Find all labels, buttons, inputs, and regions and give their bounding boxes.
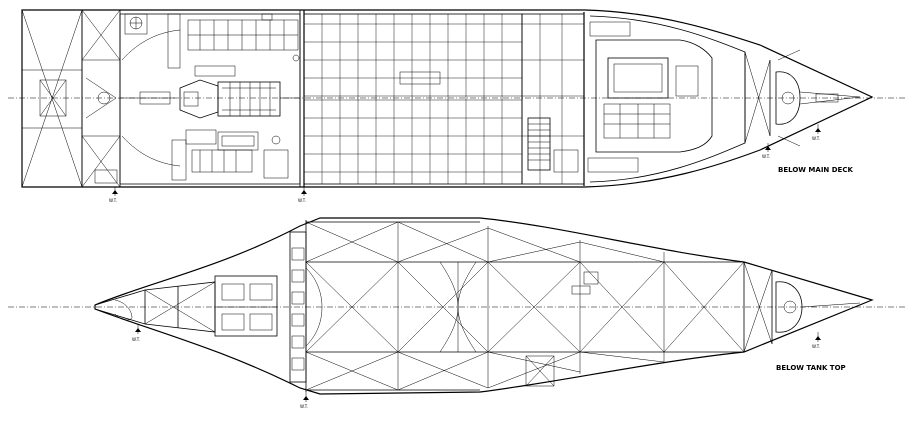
below-main-deck-label: BELOW MAIN DECK [778, 166, 853, 174]
main-deck-hull-outline [21, 9, 874, 188]
tank-top-plan: W.T. W.T. W.T. BELOW TANK TOP [8, 217, 906, 409]
cargo-hold-grid [303, 13, 523, 185]
bow-sonar-well [775, 281, 803, 333]
bow-thruster [775, 71, 801, 125]
tank-top-hull-outline [94, 217, 874, 395]
main-deck-plan: W.T. W.T. W.T. W.T. BELOW MAIN DECK [8, 9, 906, 203]
wt-label-bow: W.T. [812, 136, 820, 141]
wt-label-aft: W.T. [109, 198, 117, 203]
main-deck-inner-hull [589, 15, 746, 183]
wt-label-tank-aft: W.T. [132, 337, 140, 342]
aft-tank-block [81, 9, 121, 188]
wt-label-tank-bow: W.T. [812, 344, 820, 349]
tank-top-bulkhead-markers [135, 324, 821, 402]
wt-label-engine: W.T. [298, 198, 306, 203]
double-bottom-tanks [305, 220, 745, 392]
main-engine [179, 79, 300, 119]
below-tank-top-label: BELOW TANK TOP [776, 364, 846, 372]
main-deck-bulkhead-markers [112, 124, 821, 196]
wt-label-tank-engine: W.T. [300, 404, 308, 409]
wt-label-fore: W.T. [762, 154, 770, 159]
forward-accommodation [587, 21, 713, 173]
